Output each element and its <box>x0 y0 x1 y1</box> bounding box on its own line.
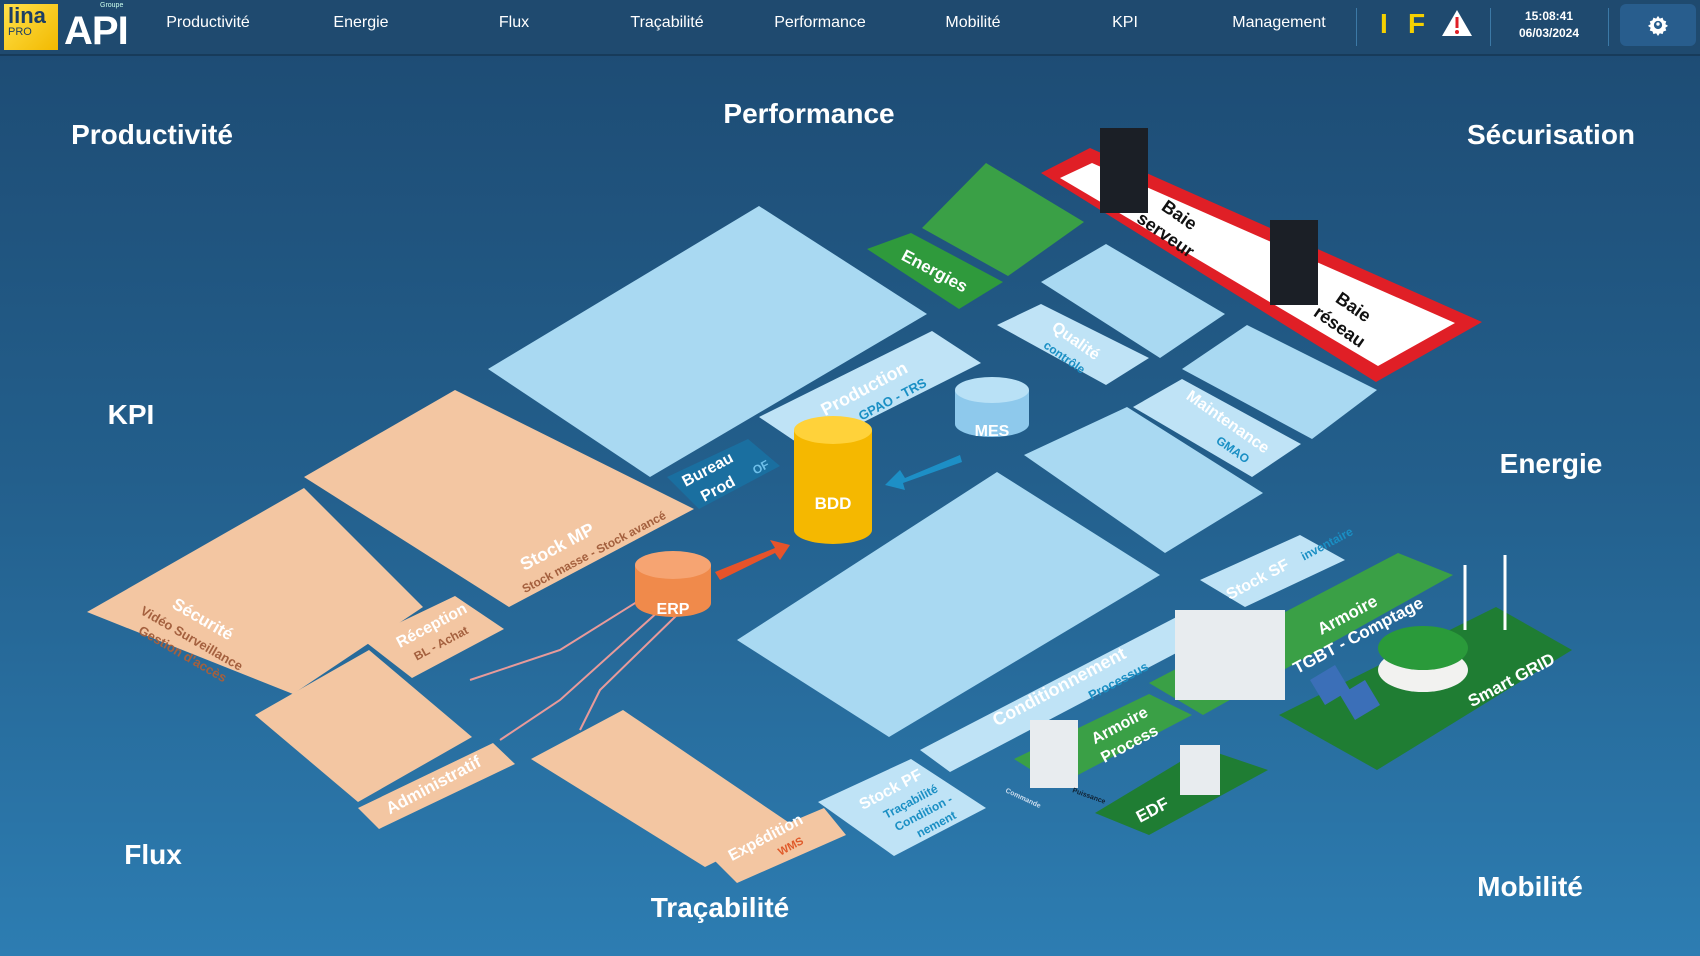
section-energie[interactable]: Energie <box>1499 448 1603 479</box>
gear-icon <box>1647 15 1669 36</box>
securite-zone[interactable] <box>87 488 423 694</box>
nav-management[interactable]: Management <box>1232 14 1326 31</box>
divider <box>1356 8 1357 46</box>
wind-turbine-icon <box>1463 555 1507 630</box>
server-rack-icon <box>1100 128 1148 213</box>
energies-label-strip <box>867 233 1003 309</box>
logo-lina-text: lina <box>8 3 46 28</box>
mes-database-icon[interactable] <box>955 377 1029 437</box>
nav-kpi[interactable]: KPI <box>1112 14 1138 31</box>
puissance-label: Puissance <box>1071 787 1106 805</box>
logo-groupe-text: Groupe <box>100 2 124 9</box>
server-room-floor <box>1060 163 1455 366</box>
clock: 15:08:41 06/03/2024 <box>1505 8 1593 42</box>
administratif-label-strip <box>358 743 515 829</box>
stock-sf-zone[interactable] <box>1024 407 1263 553</box>
nav-tracabilite[interactable]: Traçabilité <box>630 14 704 31</box>
commande-label: Commande <box>1004 787 1042 809</box>
arrow-icon <box>715 540 790 580</box>
section-performance[interactable]: Performance <box>723 98 895 129</box>
network-rack-icon <box>1270 220 1318 305</box>
bureau-prod-of: OF <box>750 457 771 477</box>
process-cabinet-icon <box>1030 720 1078 788</box>
indicator-i[interactable]: I <box>1380 8 1388 39</box>
section-kpi[interactable]: KPI <box>107 399 155 430</box>
api-logo: API <box>64 9 129 53</box>
electrical-cabinet-icon <box>1175 610 1285 700</box>
administratif-room[interactable] <box>255 650 472 802</box>
bdd-database-icon[interactable] <box>794 416 872 544</box>
warning-icon[interactable] <box>1440 8 1474 38</box>
section-mobilite[interactable]: Mobilité <box>1477 871 1583 902</box>
expedition-zone[interactable] <box>531 710 791 867</box>
section-securisation[interactable]: Sécurisation <box>1466 119 1636 150</box>
section-productivite[interactable]: Productivité <box>71 119 233 150</box>
stock-sf-label-strip <box>1200 535 1345 607</box>
erp-database-icon[interactable] <box>635 551 711 617</box>
nav-energie[interactable]: Energie <box>333 14 389 31</box>
nav-productivite[interactable]: Productivité <box>166 14 250 31</box>
divider <box>1608 8 1609 46</box>
nav-flux[interactable]: Flux <box>498 14 530 31</box>
settings-button[interactable] <box>1620 4 1696 46</box>
arrow-icon <box>885 455 962 490</box>
mes-label: MES <box>975 423 1010 440</box>
edf-cabinet-icon <box>1180 745 1220 795</box>
maintenance-zone[interactable] <box>1182 325 1377 439</box>
production-zone[interactable] <box>488 206 927 477</box>
indicator-f[interactable]: F <box>1408 8 1426 39</box>
nav-performance[interactable]: Performance <box>774 14 866 31</box>
bdd-label: BDD <box>815 494 852 513</box>
energies-zone[interactable] <box>922 163 1084 276</box>
section-tracabilite[interactable]: Traçabilité <box>650 892 790 923</box>
conditionnement-label-strip <box>920 610 1220 772</box>
time-text: 15:08:41 <box>1524 9 1574 23</box>
qualite-zone[interactable] <box>1041 244 1225 358</box>
nav-mobilite[interactable]: Mobilité <box>945 14 1001 31</box>
expedition-label-strip <box>710 808 846 883</box>
reception-zone[interactable] <box>363 596 504 678</box>
biogas-tank-top <box>1378 626 1468 670</box>
logo-pro-text: PRO <box>8 26 32 38</box>
section-flux[interactable]: Flux <box>124 839 182 870</box>
bureau-prod-zone[interactable] <box>667 439 780 509</box>
erp-network-lines <box>469 599 681 741</box>
stock-mp-zone[interactable] <box>304 390 694 607</box>
solar-panel-icon <box>1310 665 1380 720</box>
erp-label: ERP <box>657 601 690 618</box>
date-text: 06/03/2024 <box>1518 26 1580 40</box>
conditionnement-zone[interactable] <box>737 472 1160 737</box>
stock-pf-zone[interactable] <box>818 759 986 856</box>
qualite-label-strip <box>997 304 1149 385</box>
maintenance-label-strip <box>1133 379 1301 477</box>
divider <box>1490 8 1491 46</box>
